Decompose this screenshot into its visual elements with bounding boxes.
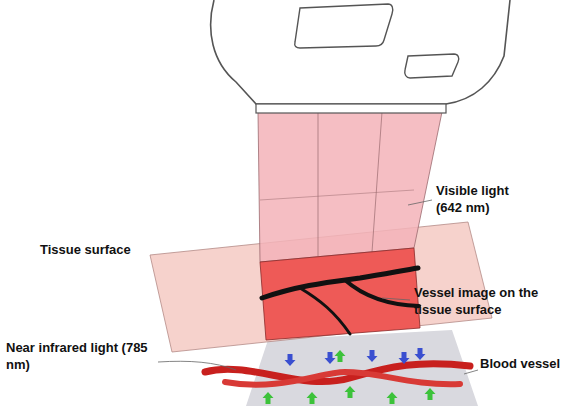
beam-edge <box>260 190 414 200</box>
beam-label: Visible light (642 nm) <box>436 183 536 217</box>
vessel-label: Blood vessel <box>480 356 575 373</box>
incident-arrow <box>325 352 336 364</box>
reflected-arrow <box>335 350 346 362</box>
reflected-arrow <box>263 392 274 404</box>
vessel-image-area <box>260 248 420 340</box>
leader-line <box>464 370 478 374</box>
beam-edge <box>318 112 319 256</box>
image-label: Vessel image on the tissue surface <box>414 285 574 319</box>
vessel-image-line <box>300 288 350 334</box>
incident-arrow <box>415 348 426 360</box>
beam-edge <box>258 112 442 262</box>
incident-arrow <box>399 352 410 364</box>
leader-line <box>382 298 410 300</box>
reflected-arrow <box>387 392 398 404</box>
leader-line <box>408 200 432 205</box>
reflected-arrow <box>345 386 356 398</box>
device-button <box>405 54 459 78</box>
reflected-arrow <box>425 388 436 400</box>
beam-edge <box>372 112 382 252</box>
light-arrows <box>263 348 436 404</box>
device-housing <box>211 0 510 104</box>
incident-arrow <box>285 354 296 366</box>
blood-vessel <box>225 372 460 385</box>
nir-label: Near infrared light (785 nm) <box>6 340 156 374</box>
vessel-image-line <box>345 280 419 306</box>
device-aperture <box>256 104 446 113</box>
incident-arrow <box>367 350 378 362</box>
nir-beam <box>246 330 478 406</box>
device-window <box>295 4 393 48</box>
visible-beam <box>258 112 442 262</box>
leader-line <box>158 361 236 370</box>
vessel-image-line <box>262 268 418 298</box>
reflected-arrow <box>307 392 318 404</box>
surface-label: Tissue surface <box>40 242 160 259</box>
